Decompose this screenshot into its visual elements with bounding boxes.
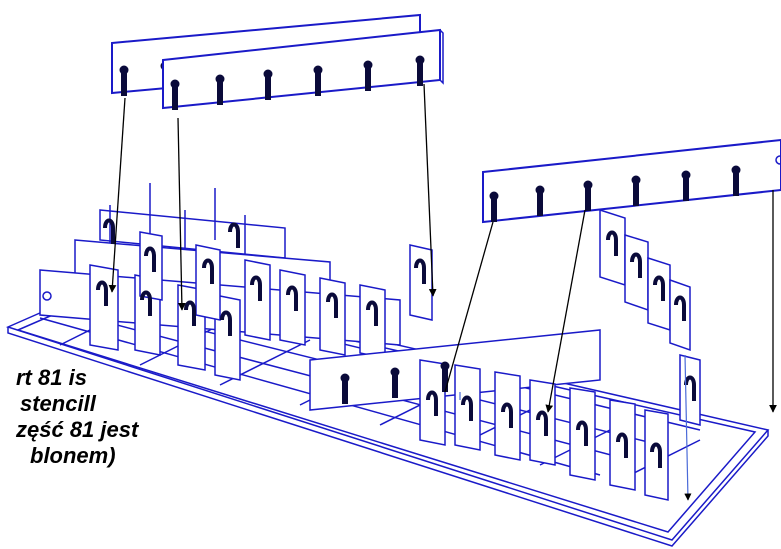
note-line-4: blonem) (30, 443, 116, 468)
partition-grid-left (39, 183, 433, 381)
mounting-hole-icon (42, 291, 52, 301)
note-line-2: stencill (20, 391, 96, 416)
part-note: rt 81 is stencill zęść 81 jest blonem) (0, 365, 208, 469)
comb-strip-right (482, 138, 781, 224)
note-line-3: zęść 81 jest (16, 417, 139, 442)
partition-grid-right (309, 208, 701, 501)
note-line-1: rt 81 is (16, 365, 87, 390)
hidden-arrows (459, 354, 692, 501)
comb-strip-front (162, 28, 444, 110)
assembly-arrows (108, 83, 777, 413)
